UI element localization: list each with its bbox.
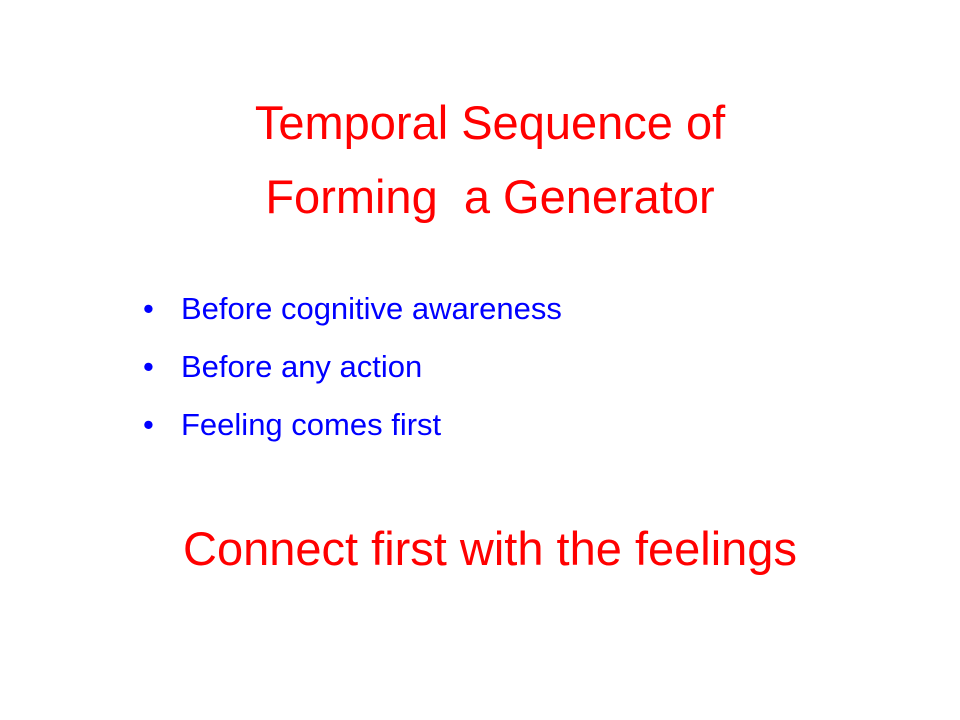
bullet-dot-icon: • (143, 291, 154, 326)
bullet-dot-icon: • (143, 349, 154, 384)
slide-tagline: Connect first with the feelings (183, 522, 797, 575)
bullet-text: Feeling comes first (181, 407, 442, 442)
slide-title-line-1: Temporal Sequence of (254, 96, 726, 149)
slide-title-line-2: Forming a Generator (265, 170, 715, 223)
bullet-dot-icon: • (143, 407, 154, 442)
slide-title: Temporal Sequence of Forming a Generator (120, 86, 860, 234)
bullet-text: Before any action (181, 349, 423, 384)
bullet-text: Before cognitive awareness (181, 291, 562, 326)
